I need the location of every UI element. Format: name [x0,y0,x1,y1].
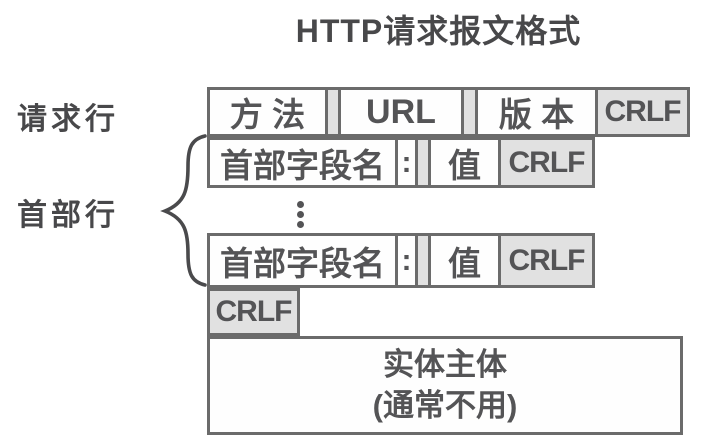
url-cell: URL [341,90,464,134]
header-line-row-2: 首部字段名 : 值 CRLF [207,233,595,288]
entity-body-line1: 实体主体 [383,346,507,382]
diagram-title: HTTP请求报文格式 [295,13,582,49]
header-value-cell: 值 [431,236,501,285]
separator-cell [464,90,478,134]
vertical-ellipsis-icon [297,201,304,228]
version-cell: 版 本 [478,90,598,134]
header-field-name-cell: 首部字段名 [210,236,398,285]
colon-cell: : [398,236,418,285]
entity-body-box: 实体主体 (通常不用) [207,336,683,435]
separator-cell [418,236,431,285]
header-field-name-cell: 首部字段名 [210,140,398,185]
blank-line-crlf-cell: CRLF [207,288,300,336]
header-line-row-1: 首部字段名 : 值 CRLF [207,137,595,188]
curly-brace-icon [160,134,207,287]
crlf-cell: CRLF [501,236,592,285]
label-header-lines: 首部行 [17,199,119,232]
method-cell: 方 法 [210,90,328,134]
crlf-cell: CRLF [598,90,687,134]
header-value-cell: 值 [431,140,501,185]
entity-body-line2: (通常不用) [372,387,518,423]
request-line-row: 方 法 URL 版 本 CRLF [207,87,690,137]
separator-cell [328,90,341,134]
colon-cell: : [398,140,418,185]
crlf-cell: CRLF [501,140,592,185]
separator-cell [418,140,431,185]
label-request-line: 请求行 [17,103,119,136]
